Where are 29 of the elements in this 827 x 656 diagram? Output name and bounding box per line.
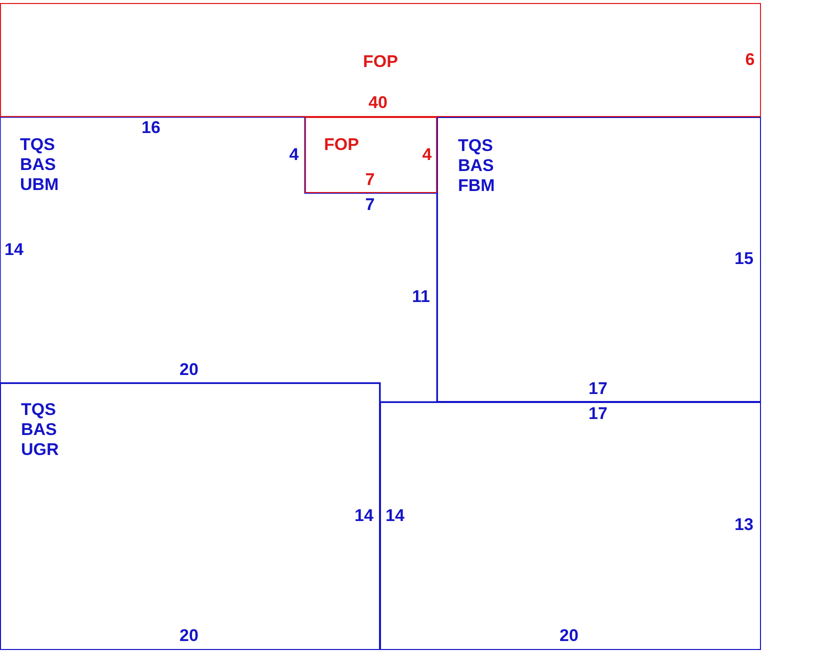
dimension-label: 7 bbox=[365, 196, 375, 214]
dimension-label: 16 bbox=[142, 119, 160, 137]
dimension-label: 7 bbox=[365, 171, 375, 189]
dimension-label: 14 bbox=[4, 241, 24, 259]
room-outline bbox=[0, 3, 761, 117]
dimension-label: 6 bbox=[745, 51, 755, 69]
dimension-label: 11 bbox=[412, 288, 430, 306]
room-outline bbox=[0, 383, 380, 650]
room-label: TQS BAS FBM bbox=[458, 136, 496, 196]
room-label: FOP bbox=[363, 52, 398, 72]
dimension-label: 20 bbox=[180, 361, 198, 379]
dimension-label: 20 bbox=[180, 627, 198, 645]
dimension-label: 40 bbox=[368, 94, 388, 112]
room-label: FOP bbox=[324, 135, 360, 155]
room-outline bbox=[305, 117, 437, 193]
dimension-label: 4 bbox=[289, 146, 299, 164]
room-outline bbox=[0, 117, 437, 402]
room-label: TQS BAS UGR bbox=[21, 400, 60, 460]
dimension-label: 4 bbox=[422, 146, 432, 164]
dimension-label: 13 bbox=[734, 516, 754, 534]
dimension-label: 17 bbox=[588, 405, 608, 423]
room-outline bbox=[380, 402, 761, 650]
room-outline bbox=[437, 117, 761, 402]
dimension-label: 15 bbox=[734, 250, 754, 268]
dimension-label: 17 bbox=[588, 380, 608, 398]
dimension-label: 14 bbox=[354, 507, 374, 525]
room-label: TQS BAS UBM bbox=[20, 135, 60, 195]
dimension-label: 14 bbox=[386, 507, 404, 525]
dimension-label: 20 bbox=[560, 627, 578, 645]
